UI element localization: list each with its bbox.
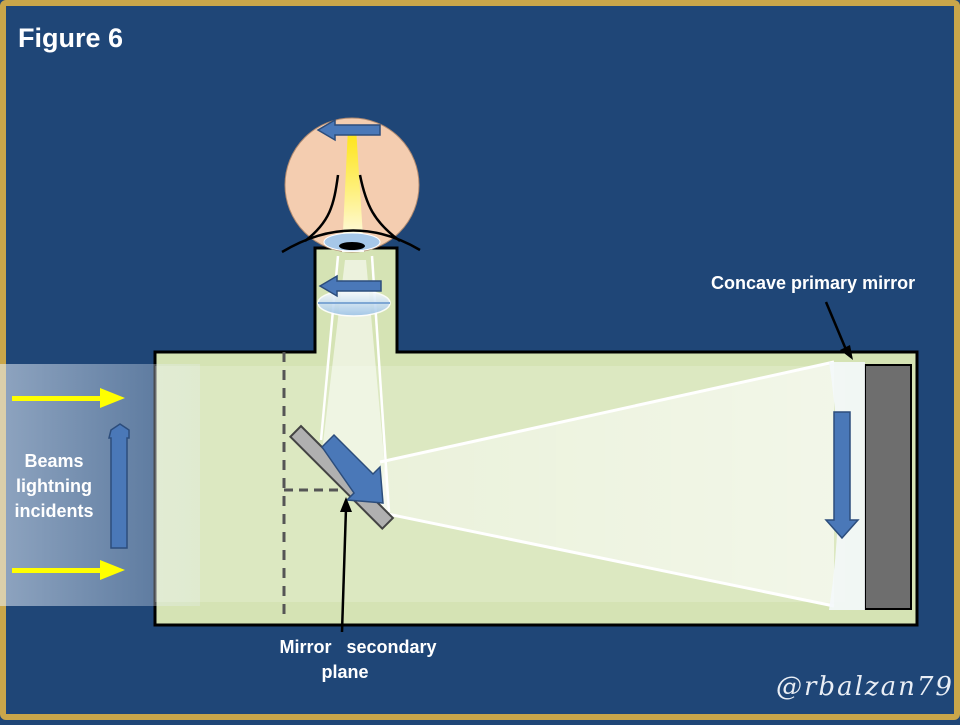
signature: @rbalzan79 — [776, 672, 954, 702]
flow-arrow-left-lens — [318, 274, 382, 298]
flow-arrow-left-eye — [316, 118, 381, 142]
reflected-ray-top — [379, 360, 835, 464]
label-beams-line3: incidents — [14, 501, 93, 521]
incident-ray-bottom-shaft — [12, 568, 102, 573]
pointer-arrow-primary — [824, 301, 853, 360]
incident-ray-arrow-icon — [12, 388, 125, 580]
incident-ray-top-shaft — [12, 396, 102, 401]
reflected-light-cone — [378, 362, 834, 606]
label-concave-primary-mirror: Concave primary mirror — [711, 273, 915, 293]
flow-arrow-icon — [108, 118, 860, 549]
label-secondary-line2: plane — [321, 662, 368, 682]
figure-title: Figure 6 — [18, 23, 123, 53]
reflected-ray-bottom — [377, 510, 835, 608]
incident-ray-bottom-head — [100, 560, 125, 580]
primary-mirror — [864, 364, 912, 610]
eye-icon — [281, 117, 421, 254]
pointer-arrow-secondary — [340, 497, 352, 633]
flow-arrow-up — [108, 423, 130, 549]
flow-arrow-down — [824, 411, 860, 540]
label-secondary-line1: Mirror secondary — [279, 637, 436, 657]
label-beams-line1: Beams — [24, 451, 83, 471]
incident-ray-top-head — [100, 388, 125, 408]
label-beams-line2: lightning — [16, 476, 92, 496]
flow-arrow-diagonal — [321, 433, 384, 504]
